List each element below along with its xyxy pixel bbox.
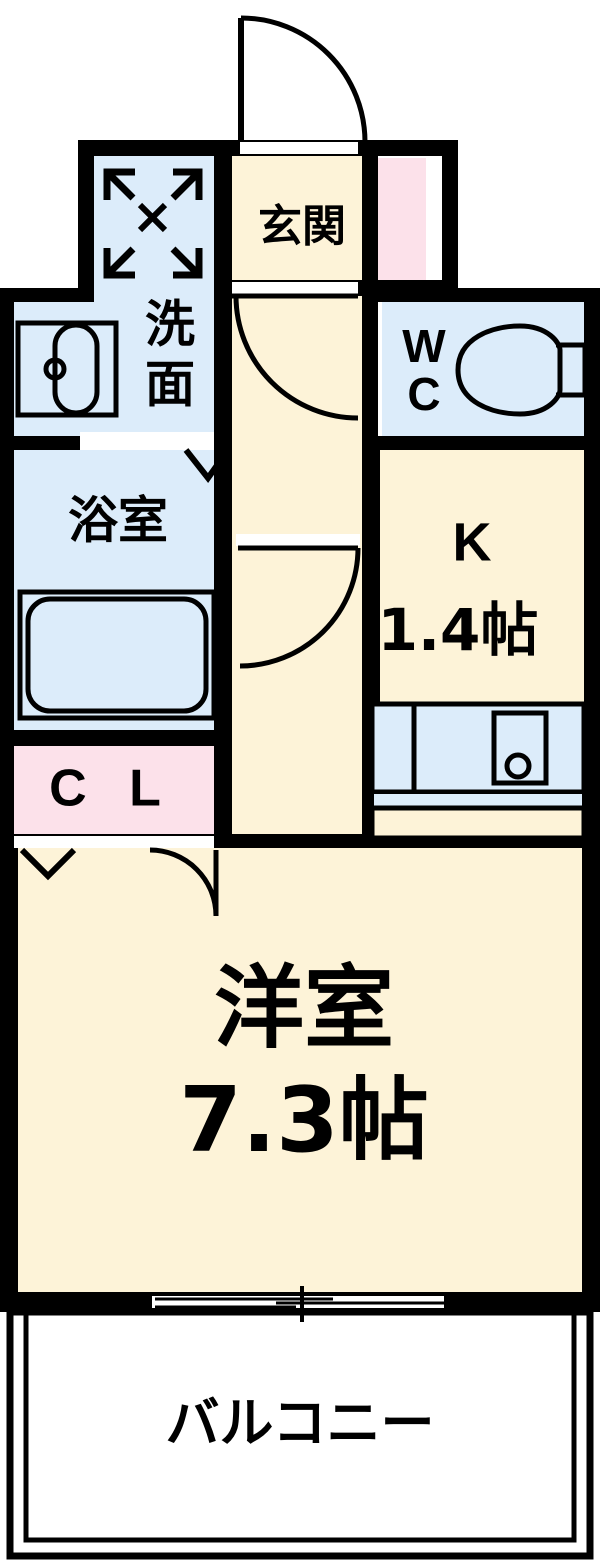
label-main-room-line1: 洋室 xyxy=(214,956,394,1061)
wall-room-right xyxy=(582,834,600,1306)
entrance-door[interactable] xyxy=(238,15,368,154)
balcony-group xyxy=(6,1308,594,1560)
wall-bath-right xyxy=(214,442,232,742)
hall-door[interactable] xyxy=(232,282,359,421)
bath-door-chevron-icon xyxy=(183,448,231,484)
bathtub-icon xyxy=(17,589,217,721)
wall-outer-right-wc xyxy=(584,288,600,448)
wall-bath-cl xyxy=(0,730,232,746)
toilet-icon xyxy=(455,323,588,417)
hall-door-swing-arc xyxy=(233,295,359,421)
room-door[interactable] xyxy=(236,534,361,669)
washer-arrow-bl xyxy=(104,246,136,278)
label-kitchen-line1: K xyxy=(453,512,492,572)
closet-door-threshold xyxy=(14,836,214,848)
wall-senmen-left-upper xyxy=(78,140,94,300)
wall-outer-left-mid xyxy=(0,436,14,848)
bathtub-outline xyxy=(17,589,217,721)
wall-genkan-shoebox xyxy=(362,152,378,292)
toilet-tank xyxy=(556,342,588,398)
label-closet: C L xyxy=(49,760,175,818)
wall-hall-wc xyxy=(362,292,378,442)
wall-outer-left-upper xyxy=(0,288,14,448)
washer-center-cross xyxy=(137,202,168,233)
room-fill-main-room xyxy=(18,848,584,1300)
wall-outer-right-kitchen xyxy=(584,436,600,848)
kitchen-counter-icon xyxy=(369,701,587,841)
label-senmen-char1: 洗 xyxy=(145,296,195,354)
closet-door[interactable] xyxy=(14,836,219,917)
bathtub-inner xyxy=(25,596,209,714)
room-door-swing-arc xyxy=(239,547,361,669)
kitchen-base-cabinet xyxy=(369,805,587,841)
washer-space-icon xyxy=(103,168,203,279)
senmen-opening xyxy=(80,432,214,442)
washer-arrow-br xyxy=(170,246,202,278)
room-labels: 玄関 洗 面 W C 浴室 C L K 1.4帖 洋室 7.3帖 バルコニー xyxy=(49,201,538,1455)
wall-wc-top xyxy=(362,288,600,302)
room-fill-wc xyxy=(382,300,584,436)
kitchen-sink-basin xyxy=(491,710,549,786)
washer-arrow-tl xyxy=(104,169,136,201)
openings-group xyxy=(14,15,452,1322)
walls xyxy=(0,140,600,1312)
hall-door-threshold xyxy=(232,282,358,294)
vanity-sink-icon xyxy=(15,320,119,418)
label-wc-line1: W xyxy=(402,320,446,372)
label-main-room-line2: 7.3帖 xyxy=(179,1068,428,1173)
room-fill-hallway xyxy=(232,288,362,848)
wall-senmen-hall xyxy=(214,292,232,442)
room-fill-genkan xyxy=(232,152,362,288)
label-wc-line2: C xyxy=(407,368,440,420)
toilet-bowl xyxy=(455,323,563,417)
washer-arrow-tr xyxy=(170,169,202,201)
label-senmen-char2: 面 xyxy=(145,356,195,414)
entrance-door-threshold xyxy=(240,142,358,154)
vanity-basin xyxy=(52,322,100,416)
kitchen-counter-top xyxy=(369,701,587,795)
label-kitchen-line2: 1.4帖 xyxy=(378,596,539,664)
label-balcony: バルコニー xyxy=(166,1392,435,1455)
kitchen-sink-drain xyxy=(504,752,532,780)
wall-room-left xyxy=(0,834,18,1306)
entrance-door-swing-arc xyxy=(240,15,368,143)
vanity-faucet xyxy=(43,357,67,381)
wall-cl-right xyxy=(214,740,232,848)
room-fill-closet xyxy=(10,744,214,836)
room-fill-shoe-box xyxy=(378,158,426,280)
wall-left-step xyxy=(0,288,94,302)
wall-senmen-genkan xyxy=(214,152,232,292)
label-genkan: 玄関 xyxy=(258,201,346,252)
closet-door-chevron-icon xyxy=(19,847,77,881)
wall-wc-bottom xyxy=(362,436,600,450)
wall-upper-right xyxy=(442,140,458,292)
label-bathroom: 浴室 xyxy=(68,492,168,550)
balcony-inner-rail xyxy=(23,1309,577,1543)
vanity-counter xyxy=(15,320,119,418)
room-door-threshold xyxy=(236,534,360,546)
